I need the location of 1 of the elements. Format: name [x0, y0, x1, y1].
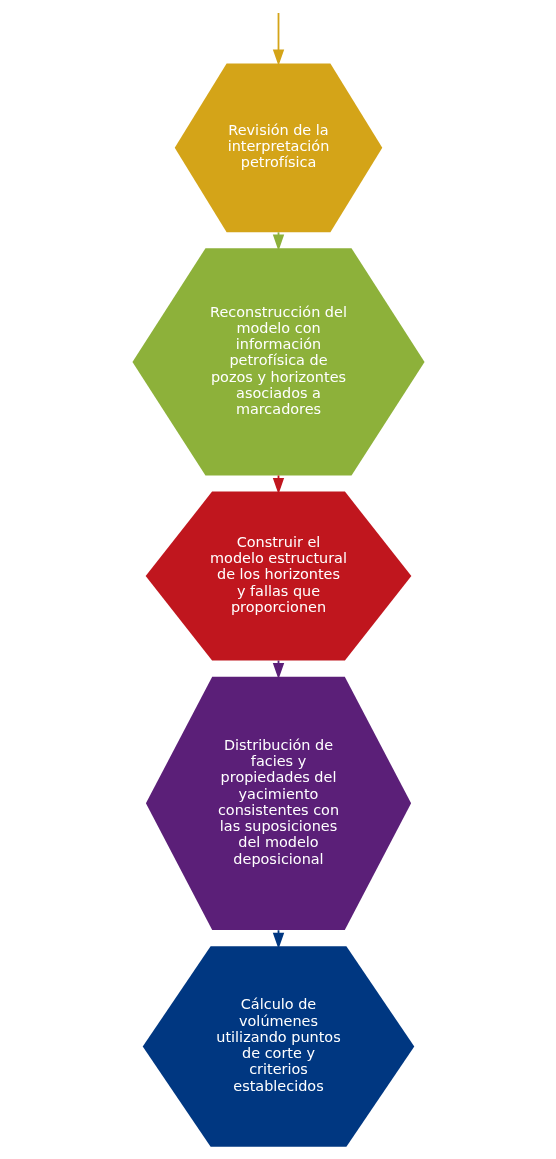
arrow — [272, 12, 284, 66]
